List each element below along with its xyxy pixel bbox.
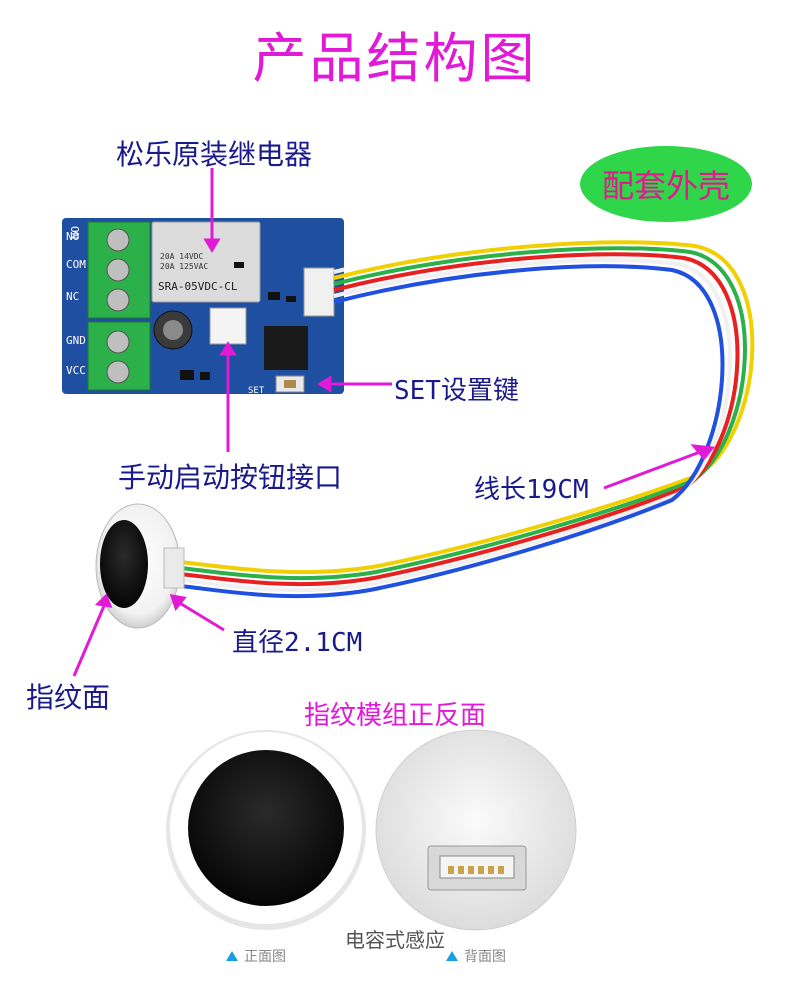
relay-model: SRA-05VDC-CL: [158, 280, 238, 293]
case-badge-label: 配套外壳: [601, 167, 730, 205]
triangle-icon: [446, 951, 458, 961]
module-back-view: [375, 729, 577, 931]
set-key-label: SET设置键: [394, 376, 519, 406]
cable-length-label: 线长19CM: [474, 475, 589, 505]
fingerprint-module: [95, 503, 185, 629]
pointers: [72, 168, 715, 677]
page-title: 产品结构图: [252, 27, 538, 90]
back-caption-label: 背面图: [464, 949, 506, 965]
button-port-label: 手动启动按钮接口: [118, 461, 343, 494]
set-silk: SET: [248, 386, 265, 396]
case-badge: 配套外壳: [580, 146, 752, 222]
finger-face-label: 指纹面: [26, 681, 111, 714]
silk-com: COM: [66, 258, 86, 271]
back-caption: 背面图: [446, 946, 506, 966]
cable: [179, 234, 763, 599]
relay-rating-1: 20A 14VDC: [160, 252, 204, 261]
module-section-title: 指纹模组正反面: [303, 701, 486, 731]
silk-vcc: VCC: [66, 364, 86, 377]
relay: [151, 221, 261, 303]
triangle-icon: [226, 951, 238, 961]
front-caption: 正面图: [226, 946, 286, 966]
relay-board: [62, 218, 344, 394]
button-connector: [209, 307, 247, 345]
cable-connector: [303, 267, 335, 317]
diameter-label: 直径2.1CM: [232, 628, 363, 658]
relay-rating: 20A 14VDC 20A 125VAC: [160, 252, 208, 272]
relay-rating-2: 20A 125VAC: [160, 262, 209, 271]
sensing-caption: 电容式感应: [345, 928, 445, 952]
silk-nc: NC: [66, 290, 80, 303]
module-front-view: [166, 730, 366, 930]
relay-label: 松乐原装继电器: [116, 138, 313, 171]
silk-gnd: GND: [66, 334, 86, 347]
silk-no: NO: [66, 230, 80, 243]
front-caption-label: 正面图: [244, 949, 286, 965]
ic-chip: [264, 326, 308, 370]
